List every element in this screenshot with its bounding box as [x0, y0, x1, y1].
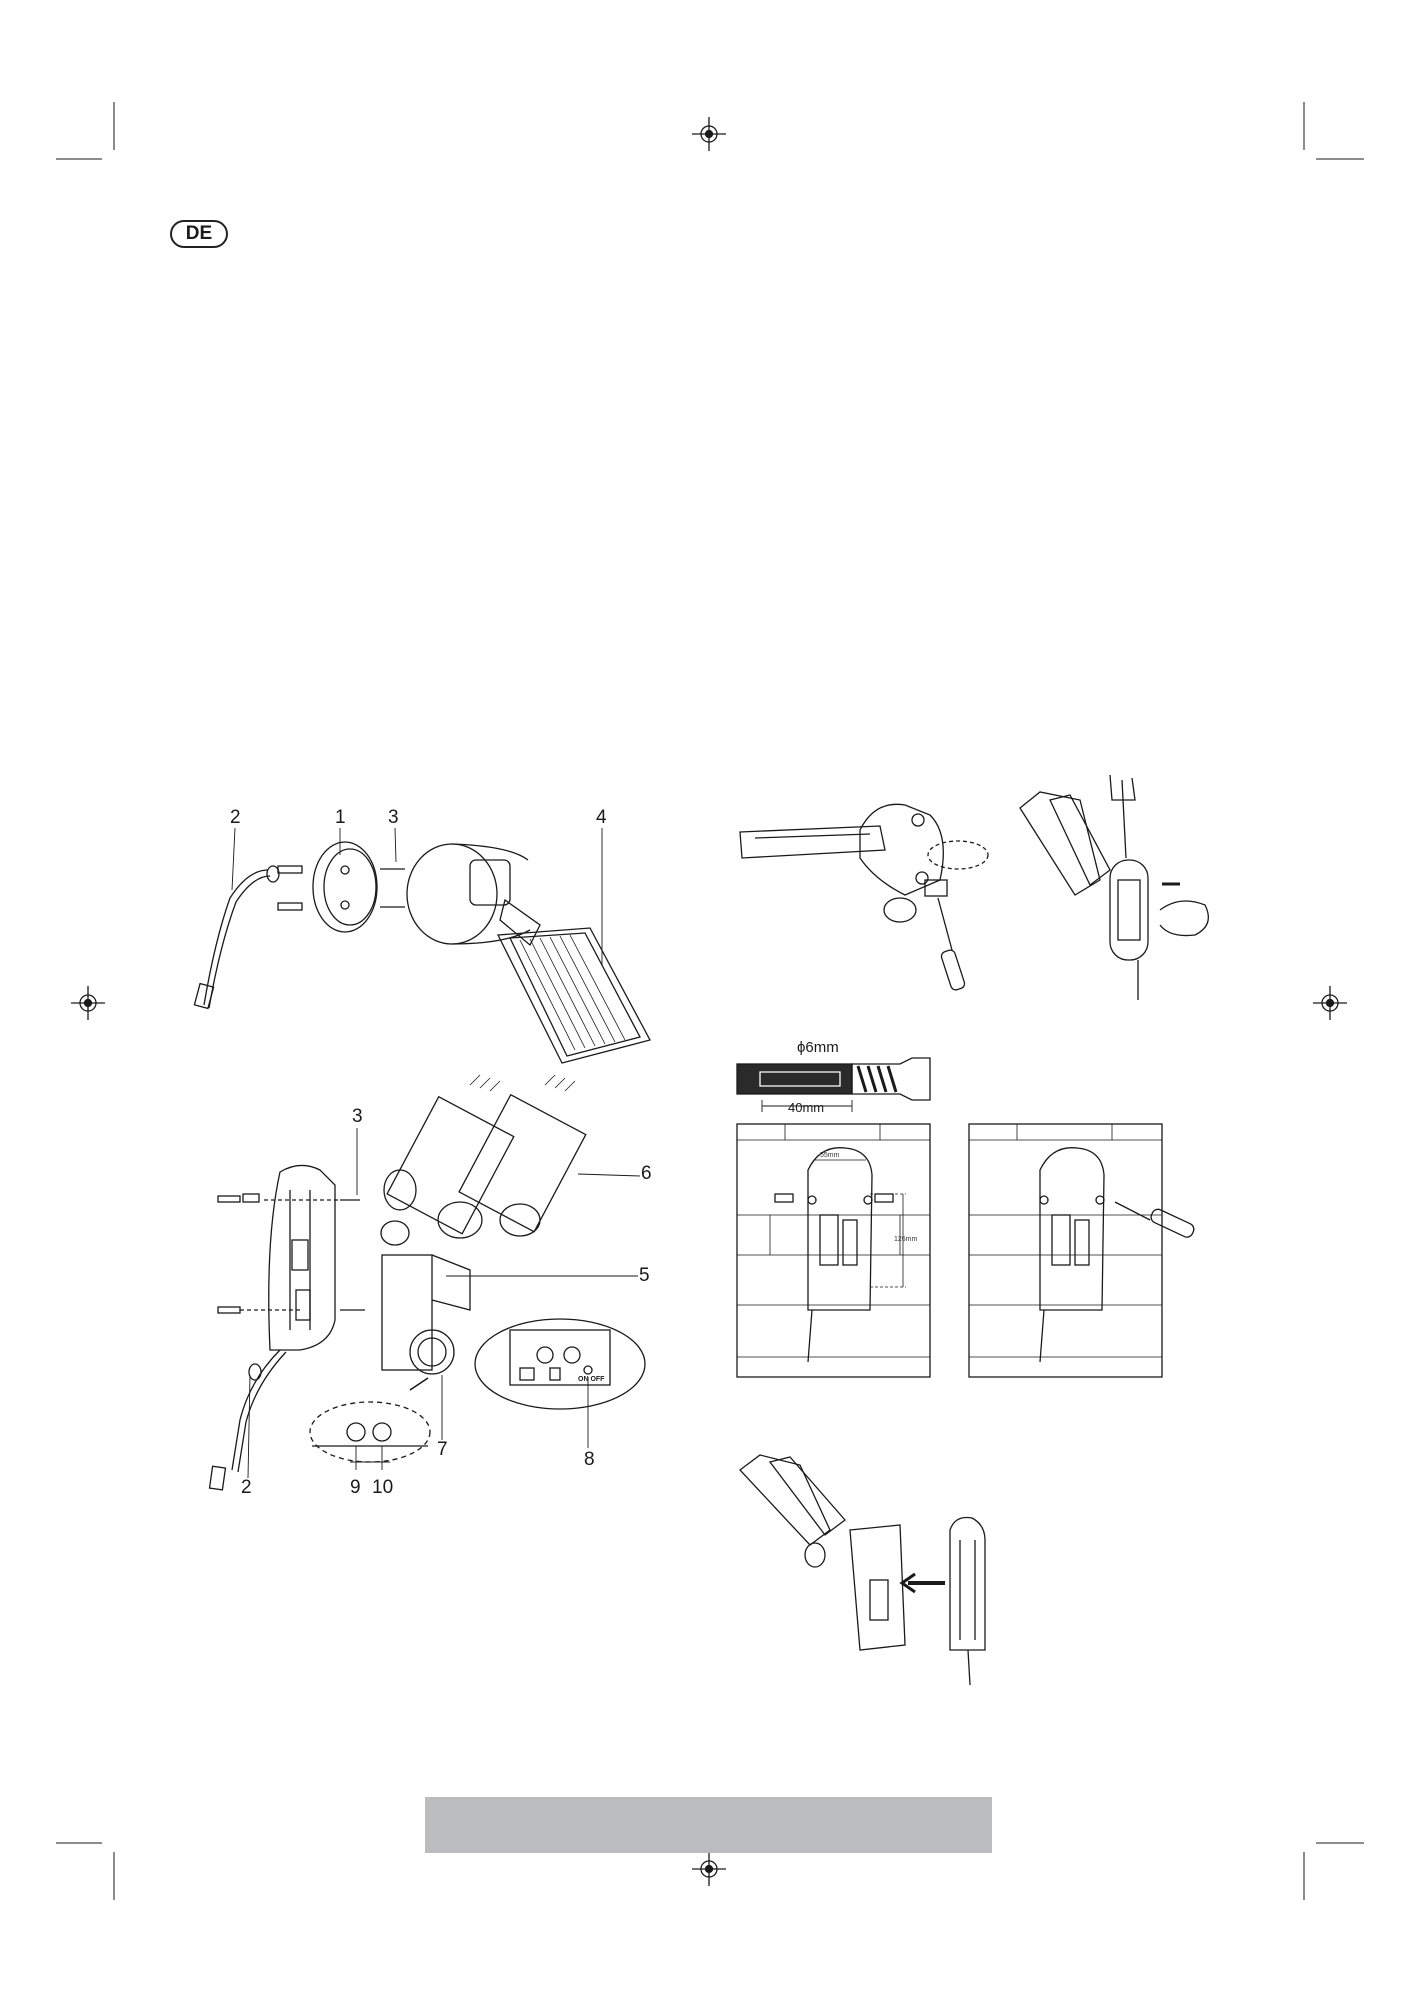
solar-panel-figure	[194, 828, 650, 1063]
drill-depth-label: 40mm	[788, 1100, 824, 1116]
label-3-lower: 3	[352, 1107, 363, 1127]
label-2-lower: 2	[241, 1478, 252, 1498]
drill-figure	[737, 1058, 930, 1112]
crop-marks	[56, 102, 1364, 1900]
final-mount-figure	[740, 1455, 985, 1685]
registration-mark-right	[1313, 986, 1347, 1020]
screw-top-figure	[1020, 775, 1208, 1000]
label-4: 4	[596, 808, 607, 828]
wall-dims-figure	[737, 1124, 930, 1377]
registration-mark-top	[692, 117, 726, 151]
lamp-unit-figure	[210, 1075, 645, 1490]
drill-diameter-label: ϕ6mm	[797, 1040, 839, 1056]
label-3: 3	[388, 808, 399, 828]
footer-bar	[425, 1797, 992, 1853]
label-10: 10	[372, 1478, 393, 1498]
label-2: 2	[230, 808, 241, 828]
wall-horizontal-dim: 55mm	[820, 1152, 839, 1160]
label-7: 7	[437, 1440, 448, 1460]
label-6: 6	[641, 1164, 652, 1184]
label-8: 8	[584, 1450, 595, 1470]
wall-vertical-dim: 126mm	[894, 1236, 917, 1244]
label-5: 5	[639, 1266, 650, 1286]
label-9: 9	[350, 1478, 361, 1498]
switch-text: ON OFF	[578, 1376, 604, 1384]
open-housing-figure	[740, 804, 988, 991]
wall-screwdriver-figure	[969, 1124, 1196, 1377]
label-1: 1	[335, 808, 346, 828]
registration-mark-bottom	[692, 1852, 726, 1886]
registration-mark-left	[71, 986, 105, 1020]
